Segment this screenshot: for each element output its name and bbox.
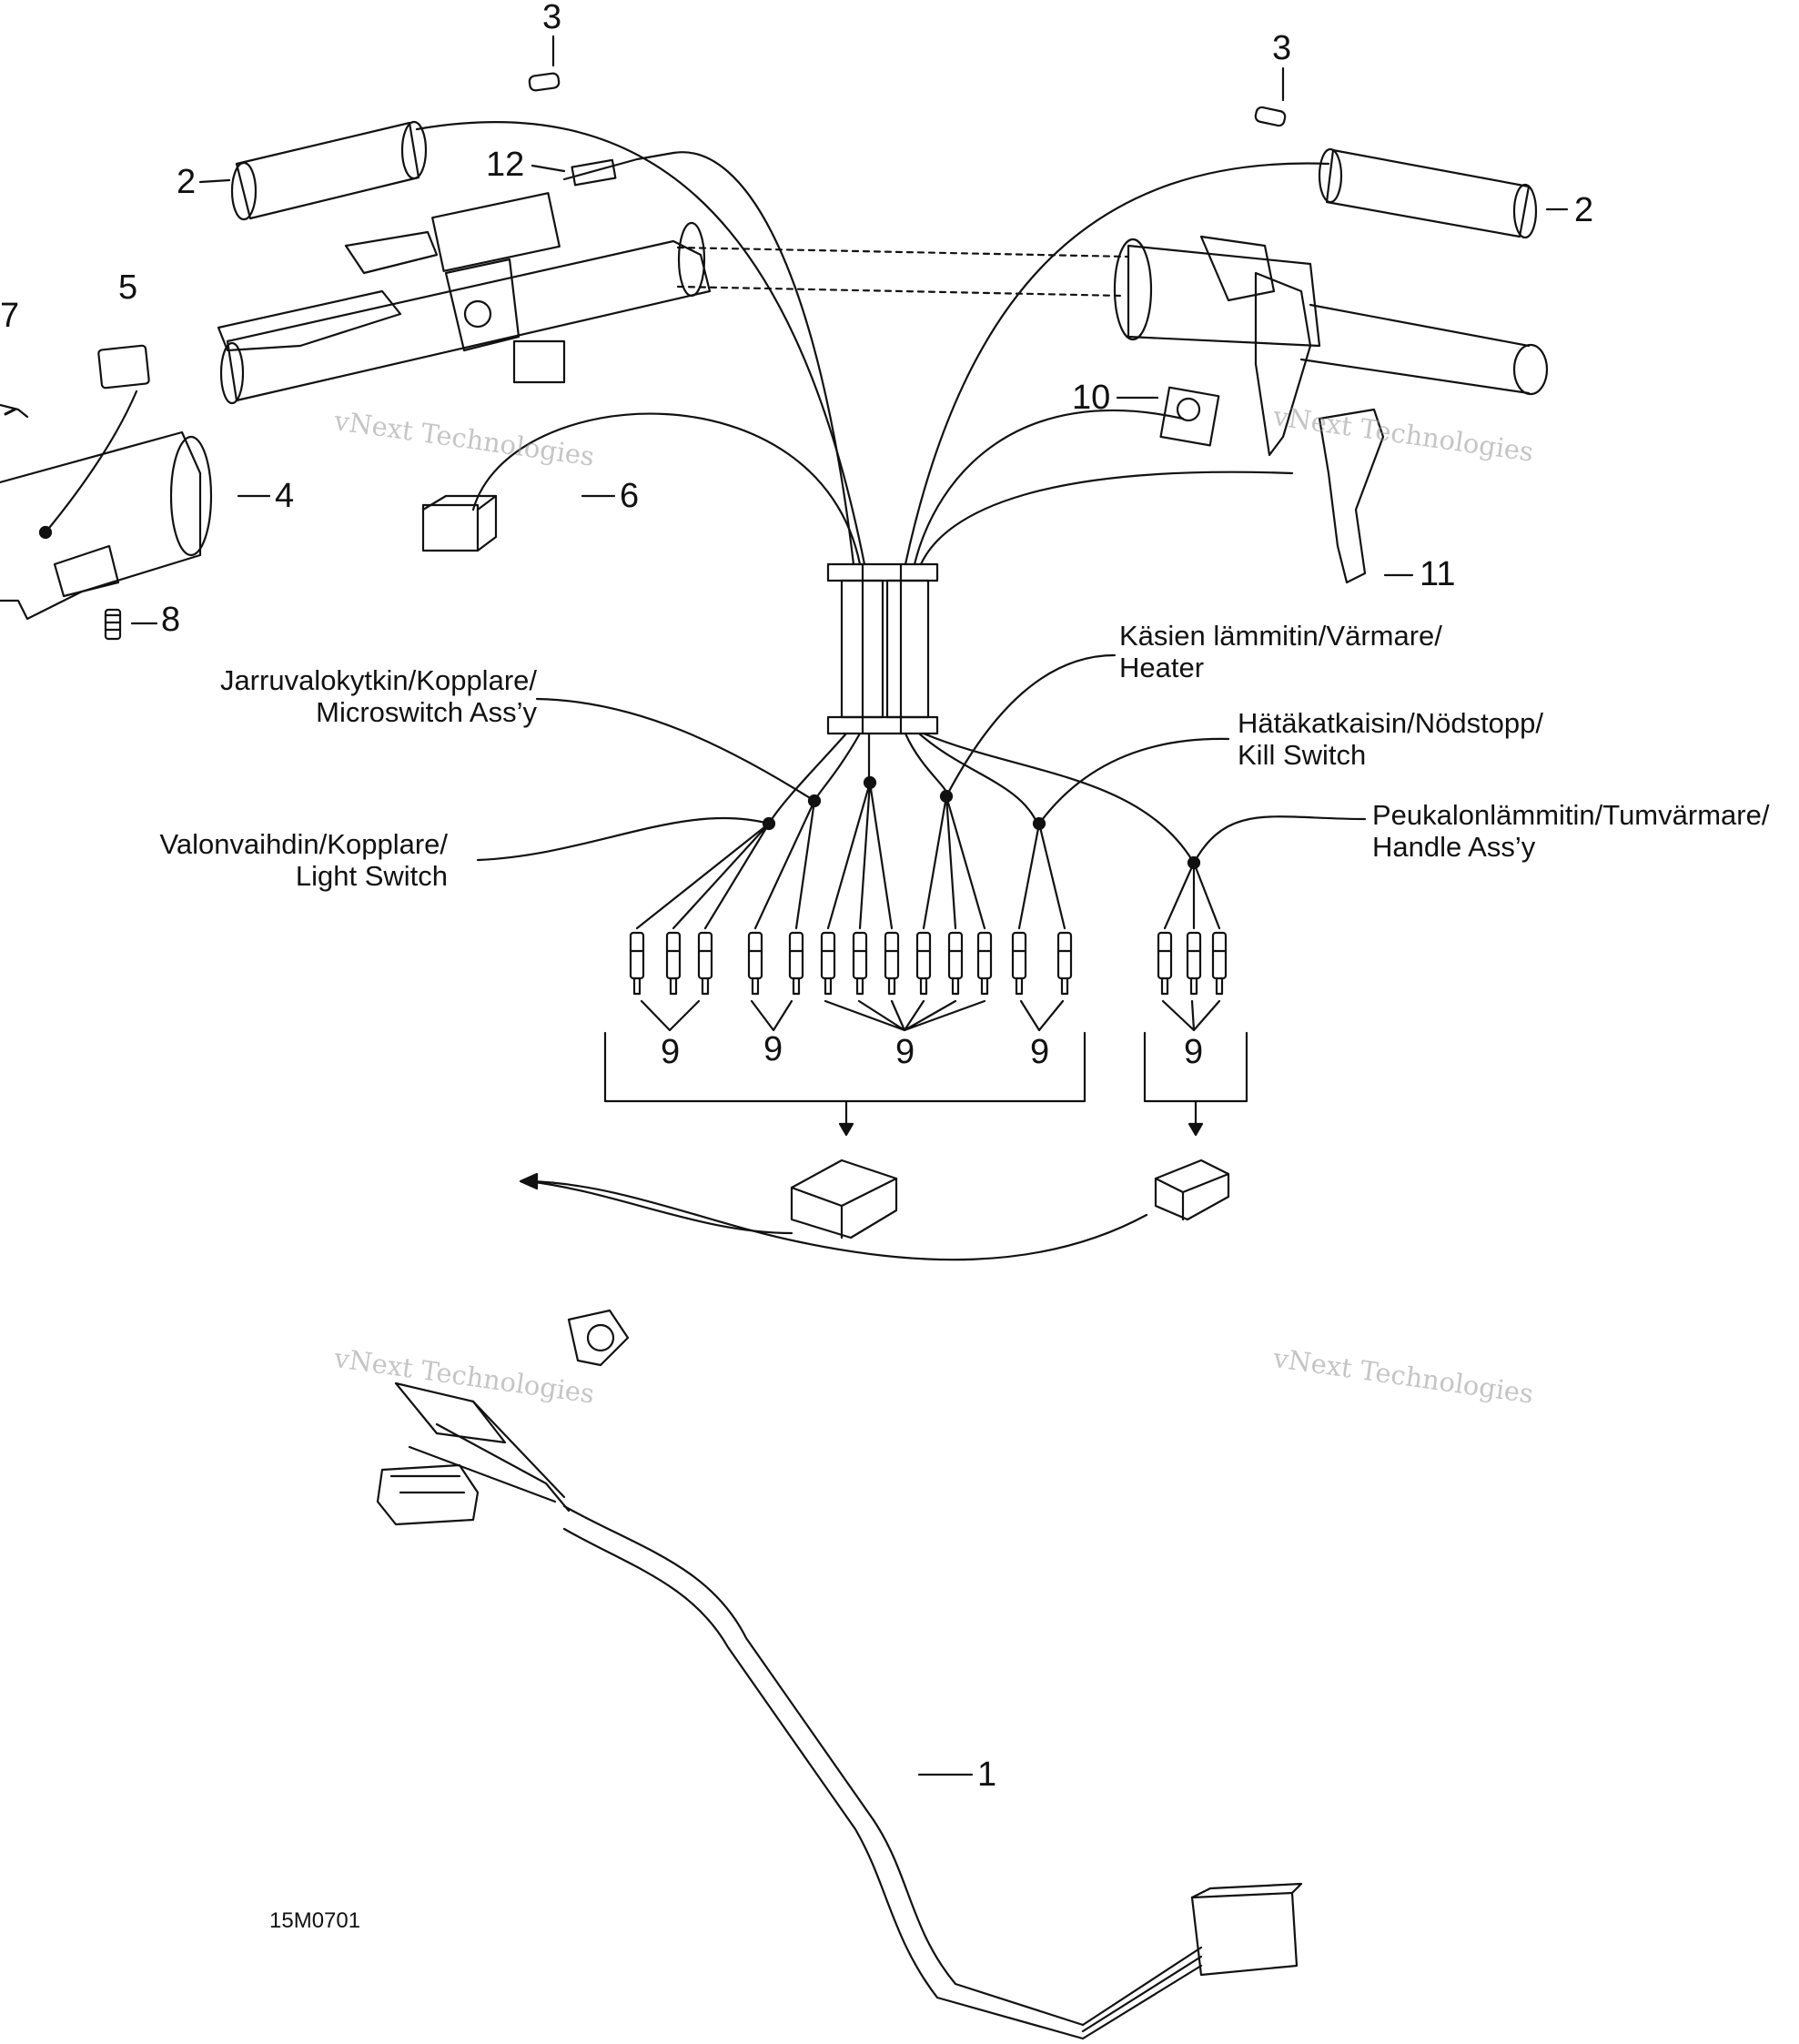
right-grip bbox=[1254, 106, 1538, 239]
part-6-switch bbox=[421, 503, 480, 552]
callout-heater-line1: Käsien lämmitin/Värmare/ bbox=[1119, 620, 1442, 652]
heater-element bbox=[562, 151, 675, 187]
callout-light-switch-line2: Light Switch bbox=[295, 860, 448, 892]
callout-thumb-heater: Peukalonlämmitin/Tumvärmare/ Handle Ass’… bbox=[1372, 799, 1769, 863]
part-number-4: 4 bbox=[275, 477, 295, 515]
callout-kill-switch: Hätäkatkaisin/Nödstopp/ Kill Switch bbox=[1238, 707, 1543, 771]
callout-kill-switch-line1: Hätäkatkaisin/Nödstopp/ bbox=[1238, 707, 1544, 739]
main-harness bbox=[376, 1309, 1303, 2040]
part-number-1: 1 bbox=[977, 1756, 997, 1794]
callout-kill-switch-line2: Kill Switch bbox=[1238, 739, 1367, 771]
reference-code: 15M0701 bbox=[269, 1908, 361, 1933]
callout-light-switch-line1: Valonvaihdin/Kopplare/ bbox=[159, 828, 448, 860]
handlebar bbox=[676, 246, 1549, 396]
terminal-pin bbox=[915, 931, 932, 996]
left-grip bbox=[230, 72, 561, 221]
callout-brake-switch: Jarruvalokytkin/Kopplare/ Microswitch As… bbox=[209, 664, 537, 728]
part-number-9-d: 9 bbox=[1030, 1033, 1050, 1071]
callout-brake-switch-line1: Jarruvalokytkin/Kopplare/ bbox=[219, 664, 537, 696]
callout-thumb-heater-line1: Peukalonlämmitin/Tumvärmare/ bbox=[1372, 799, 1770, 831]
part-number-9-c: 9 bbox=[895, 1033, 915, 1071]
terminal-pin bbox=[884, 931, 900, 996]
terminal-pin bbox=[1157, 931, 1173, 996]
part-number-7: 7 bbox=[0, 297, 20, 335]
part-number-3-right: 3 bbox=[1272, 29, 1292, 67]
callout-brake-switch-line2: Microswitch Ass’y bbox=[316, 696, 537, 728]
leader-lines bbox=[130, 35, 1569, 1776]
left-control-assembly bbox=[217, 192, 712, 552]
terminal-pin bbox=[747, 931, 763, 996]
terminal-pin bbox=[947, 931, 964, 996]
part-number-8: 8 bbox=[161, 601, 181, 639]
part-number-12: 12 bbox=[486, 146, 525, 184]
part-number-11: 11 bbox=[1420, 555, 1456, 593]
main-sleeve bbox=[826, 562, 939, 735]
terminal-pin bbox=[788, 931, 804, 996]
part-number-5: 5 bbox=[118, 268, 138, 307]
terminal-pin bbox=[1211, 931, 1228, 996]
part-number-10: 10 bbox=[1072, 379, 1111, 417]
terminal-pin bbox=[697, 931, 713, 996]
callout-thumb-heater-line2: Handle Ass’y bbox=[1372, 831, 1536, 863]
callout-heater-line2: Heater bbox=[1119, 652, 1205, 683]
part-number-6: 6 bbox=[620, 477, 640, 515]
callout-heater: Käsien lämmitin/Värmare/ Heater bbox=[1119, 620, 1442, 683]
part-number-2-right: 2 bbox=[1574, 191, 1594, 229]
branch-wires bbox=[635, 732, 1221, 930]
terminal-pin bbox=[852, 931, 868, 996]
part-number-9-b: 9 bbox=[763, 1030, 783, 1068]
terminal-pin bbox=[820, 931, 836, 996]
right-control-assembly bbox=[1113, 235, 1385, 584]
part-number-3-left: 3 bbox=[542, 0, 562, 36]
terminal-pin bbox=[629, 931, 645, 996]
terminal-pin bbox=[1011, 931, 1027, 996]
terminal-pin bbox=[976, 931, 993, 996]
callout-light-switch: Valonvaihdin/Kopplare/ Light Switch bbox=[127, 828, 448, 892]
part-number-2-left: 2 bbox=[177, 163, 197, 201]
terminal-brackets bbox=[603, 999, 1248, 1137]
part-number-9-a: 9 bbox=[661, 1033, 681, 1071]
terminal-pin bbox=[665, 931, 682, 996]
terminal-pin bbox=[1186, 931, 1202, 996]
housing-connectors bbox=[519, 1159, 1230, 1261]
throttle-housing bbox=[0, 344, 213, 641]
upper-wires bbox=[415, 121, 1330, 566]
terminals bbox=[629, 931, 1228, 996]
part-number-9-e: 9 bbox=[1184, 1033, 1204, 1071]
terminal-pin bbox=[1056, 931, 1073, 996]
